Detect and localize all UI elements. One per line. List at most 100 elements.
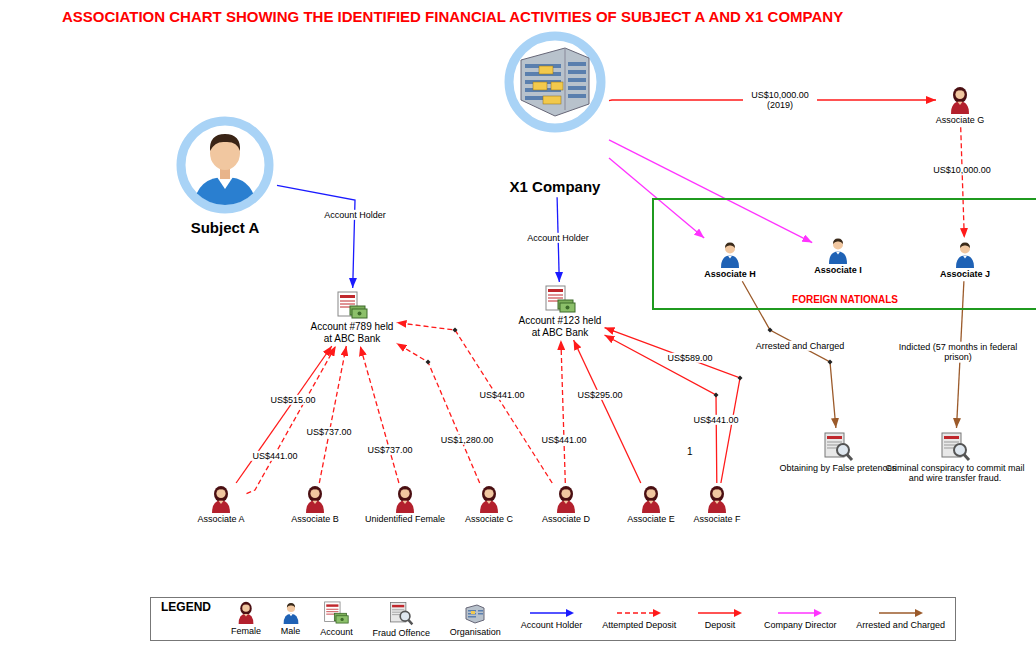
female-icon [640, 485, 662, 513]
legend-item: Company Director [764, 608, 837, 630]
attempted-deposit-arrow [360, 346, 399, 483]
fraud-icon [939, 430, 971, 462]
edge-label: US$737.00 [365, 445, 414, 455]
node-label: Associate J [940, 269, 990, 279]
junction-dot [828, 360, 833, 365]
legend-sample [877, 608, 925, 618]
node-label: Associate C [465, 514, 513, 524]
legend-item: Attempted Deposit [602, 608, 676, 630]
account-node: Account #123 held at ABC Bank [518, 284, 603, 338]
legend-item: Fraud Offence [373, 600, 430, 638]
account-node: Account #789 held at ABC Bank [310, 290, 395, 344]
account-icon [336, 290, 368, 320]
female-icon [210, 485, 232, 513]
group-heading: FOREIGN NATIONALS [654, 294, 1036, 306]
female-icon [949, 86, 971, 114]
legend-label: Organisation [450, 627, 501, 637]
legend-item: Female [231, 601, 261, 636]
fraud-icon [822, 430, 854, 462]
legend-box: LEGENDFemaleMaleAccountFraud OffenceOrga… [150, 597, 956, 641]
person-node: Associate H [704, 240, 756, 279]
person-node: Associate I [814, 236, 862, 275]
account-icon [544, 284, 576, 314]
node-label: X1 Company [510, 178, 601, 195]
edge-label: US$737.00 [304, 427, 353, 437]
person-node: Subject A [175, 115, 275, 236]
person-node: Associate J [940, 240, 990, 279]
person-node: Associate E [627, 485, 675, 524]
junction-dot [426, 360, 431, 365]
person-node: Associate F [693, 485, 740, 524]
legend-item: Account Holder [521, 608, 583, 630]
legend-sample [696, 608, 744, 618]
legend-item: Organisation [450, 601, 501, 637]
attempted-deposit-arrow [397, 343, 480, 483]
edge-label: US$10,000.00 (2019) [743, 90, 817, 111]
legend-sample [776, 608, 824, 618]
node-label: Associate G [936, 115, 985, 125]
person-node: Unidentified Female [365, 485, 445, 524]
node-label: Unidentified Female [365, 514, 445, 524]
chart-title: ASSOCIATION CHART SHOWING THE IDENTIFIED… [62, 8, 843, 25]
legend-item: Account [320, 600, 353, 637]
node-label: Subject A [191, 219, 260, 236]
node-label: Associate H [704, 269, 756, 279]
org-icon [503, 30, 607, 134]
deposit-arrow [605, 328, 741, 483]
edge-label: Arrested and Charged [754, 341, 847, 351]
edge-label: US$515.00 [268, 395, 317, 405]
attempted-deposit-arrow [561, 340, 565, 483]
legend-sample [388, 600, 414, 626]
edge-label: US$10,000.00 [931, 165, 993, 175]
callout-number: 1 [687, 446, 693, 458]
male-icon [954, 240, 976, 268]
edge-label: US$589.00 [665, 353, 714, 363]
legend-label: Female [231, 626, 261, 636]
edge-label: US$441.00 [539, 435, 588, 445]
female-icon [706, 485, 728, 513]
account-holder-link [277, 185, 355, 288]
edge-label: US$441.00 [691, 415, 740, 425]
fraud-offence-node: Obtaining by False pretences [779, 430, 896, 473]
female-icon [304, 485, 326, 513]
node-label: Associate A [197, 514, 244, 524]
node-label: Associate B [291, 514, 339, 524]
junction-dot [453, 328, 458, 333]
junction-dot [768, 328, 773, 333]
attempted-deposit-arrow [397, 323, 553, 483]
legend-label: Male [281, 626, 301, 636]
legend-label: Account [320, 627, 353, 637]
legend-label: Fraud Offence [373, 628, 430, 638]
edge-label: US$441.00 [477, 390, 526, 400]
legend-item: Arrested and Charged [856, 608, 945, 630]
edge-label: US$1,280.00 [439, 435, 496, 445]
person-node: Associate G [936, 86, 985, 125]
attempted-deposit-arrow [247, 346, 336, 494]
company-director-arrow [609, 140, 812, 243]
node-label: Associate I [814, 265, 862, 275]
legend-label: Deposit [705, 620, 736, 630]
legend-sample [323, 600, 349, 625]
male-icon [719, 240, 741, 268]
edge-label: Account Holder [525, 233, 591, 243]
attempted-deposit-arrow [961, 127, 965, 238]
edge-label: US$441.00 [250, 451, 299, 461]
legend-label: Company Director [764, 620, 837, 630]
edge-label: Indicted (57 months in federal prison) [889, 342, 1028, 363]
legend-sample [528, 608, 576, 618]
legend-label: Account Holder [521, 620, 583, 630]
legend-sample [237, 601, 255, 624]
subject-icon [175, 115, 275, 215]
legend-item: Deposit [696, 608, 744, 630]
deposit-arrow [605, 335, 717, 483]
person-node: Associate B [291, 485, 339, 524]
person-node: Associate A [197, 485, 244, 524]
node-label: Associate D [542, 514, 590, 524]
node-label: Account #789 held at ABC Bank [310, 321, 395, 344]
legend-sample [282, 601, 300, 624]
organisation-node: X1 Company [503, 30, 607, 195]
female-icon [478, 485, 500, 513]
node-label: Associate E [627, 514, 675, 524]
deposit-arrow [574, 340, 641, 483]
